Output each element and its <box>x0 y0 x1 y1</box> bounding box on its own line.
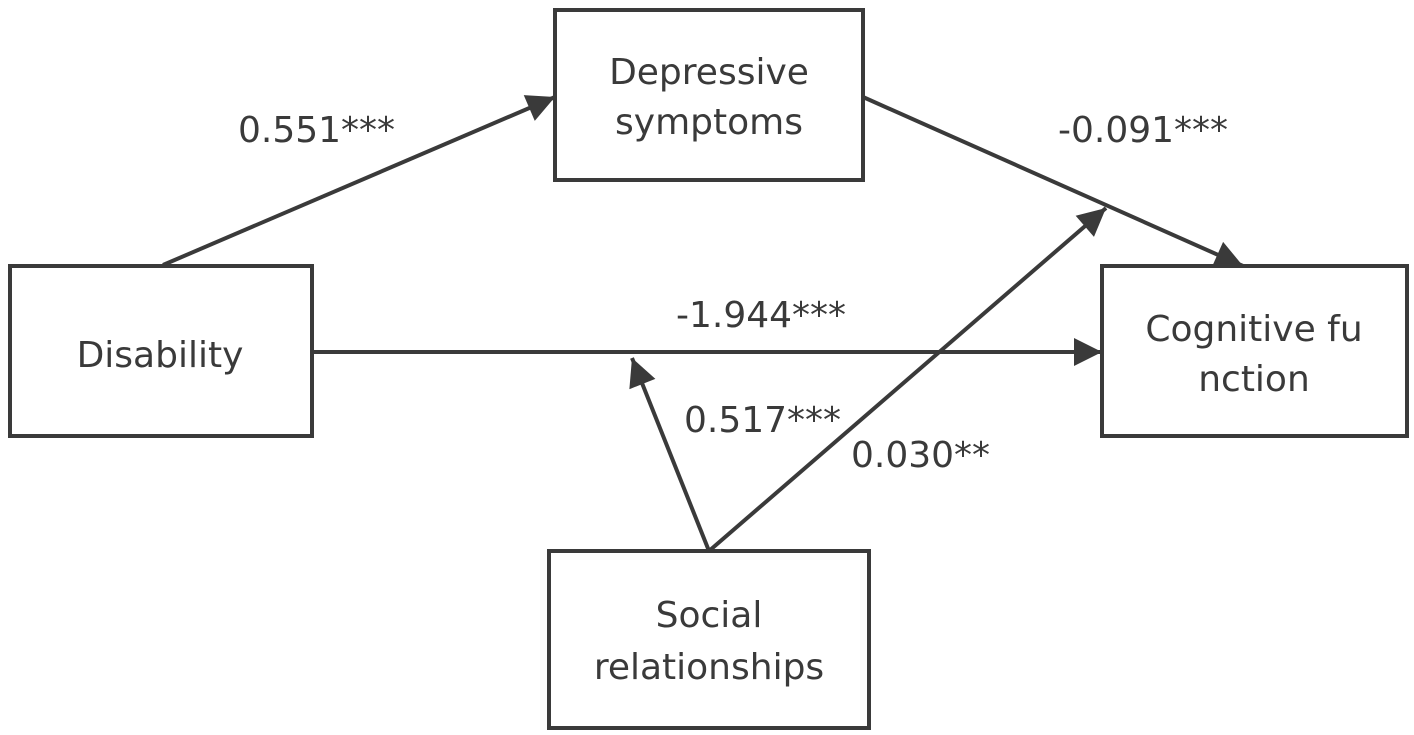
edge-label-depressive-to-cognitive: -0.091*** <box>1058 110 1228 151</box>
node-label-cognitive-line-1: Cognitive fu <box>1145 309 1362 350</box>
edge-disability-to-depressive <box>162 95 556 267</box>
edge-label-social-to-mediator-path: 0.030** <box>851 435 990 476</box>
node-box-disability <box>8 264 314 438</box>
node-cognitive-function: Cognitive fu nction <box>1100 264 1409 438</box>
node-social-relationships: Social relationships <box>547 549 871 730</box>
edge-social-to-mediator-path <box>707 206 1108 553</box>
edges <box>162 95 1244 553</box>
node-label-disability: Disability <box>77 335 244 376</box>
node-label-social-line-1: Social <box>656 595 763 636</box>
edge-label-disability-to-depressive: 0.551*** <box>238 110 395 151</box>
node-disability: Disability <box>8 264 314 438</box>
node-depressive-symptoms: Depressive symptoms <box>553 8 865 182</box>
node-label-cognitive-line-2: nction <box>1198 359 1310 400</box>
edge-label-social-to-direct-path: 0.517*** <box>684 400 841 441</box>
node-label-social-line-2: relationships <box>594 647 824 688</box>
node-box-social <box>547 549 871 730</box>
node-label-depressive-line-1: Depressive <box>609 52 809 93</box>
edge-label-disability-to-cognitive: -1.944*** <box>676 295 846 336</box>
edge-labels: 0.551*** -0.091*** -1.944*** 0.517*** 0.… <box>238 110 1228 476</box>
node-box-depressive <box>553 8 865 182</box>
node-label-depressive-line-2: symptoms <box>615 102 803 143</box>
edge-social-to-direct-path <box>629 357 711 552</box>
edge-depressive-to-cognitive <box>862 95 1244 268</box>
node-box-cognitive <box>1100 264 1409 438</box>
